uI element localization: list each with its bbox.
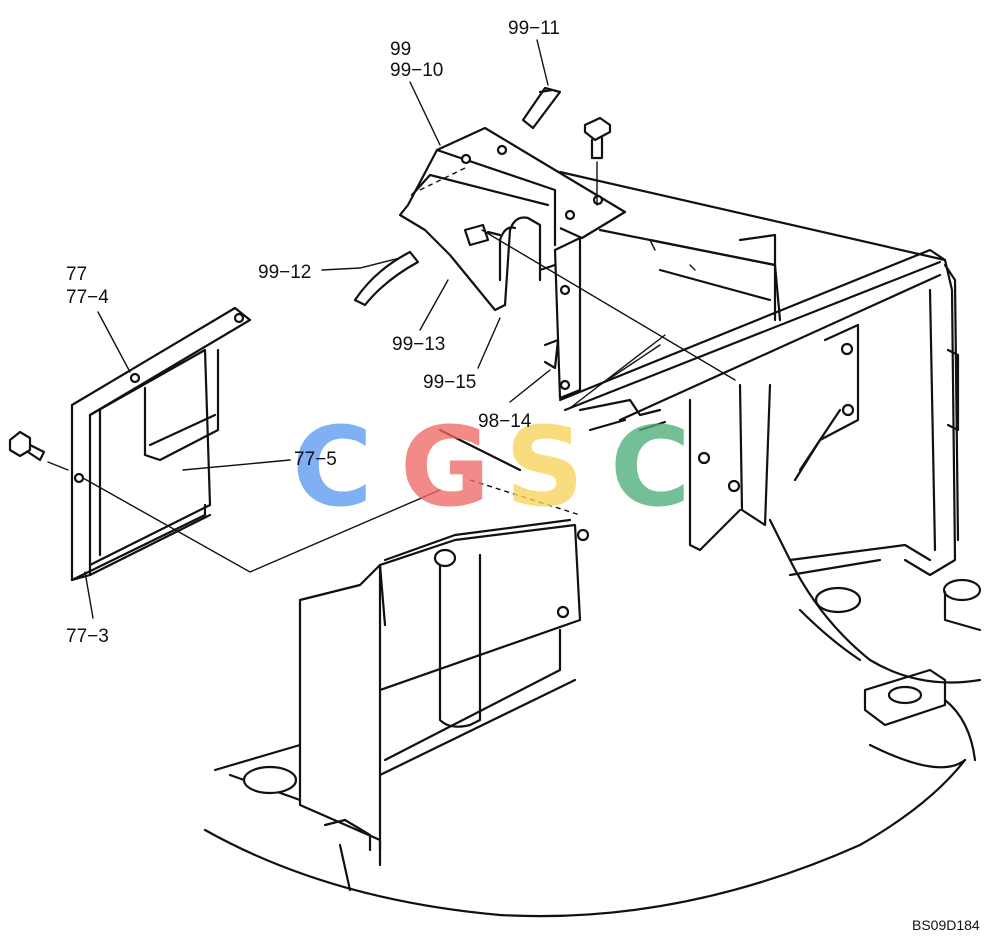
callout-77-5: 77−5 (294, 449, 337, 470)
part-99-12-seal (353, 250, 420, 307)
frame-right-brackets (688, 323, 932, 577)
bolt-upper (583, 116, 612, 206)
callout-77-4: 77−4 (66, 287, 109, 308)
watermark-letter-4: C (610, 403, 691, 531)
drawing-code: BS09D184 (912, 917, 980, 933)
part-77-panel (70, 306, 252, 582)
callout-99-15: 99−15 (423, 372, 476, 393)
callout-labels: 99 99−10 99−11 99−12 99−13 99−15 98−14 7… (66, 18, 980, 933)
watermark-letter-1: C (292, 403, 373, 531)
frame-base-bottom (203, 743, 967, 918)
callout-99-12: 99−12 (258, 262, 311, 283)
part-99-11-clip (521, 86, 562, 130)
callout-77-3: 77−3 (66, 626, 109, 647)
callout-98-14: 98−14 (478, 411, 532, 432)
frame-upper-body (558, 170, 960, 577)
frame-base-right (788, 558, 982, 769)
frame-lower-left (298, 398, 667, 867)
alignment-lines (47, 229, 736, 573)
bolt-left (8, 430, 46, 462)
watermark-letter-3: S (505, 403, 584, 531)
leader-lines (84, 39, 551, 619)
watermark-cgsc: C G S C (292, 403, 691, 531)
part-99-cover (398, 126, 627, 400)
callout-77: 77 (66, 264, 87, 285)
callout-99-10: 99−10 (390, 60, 443, 81)
watermark-letter-2: G (400, 403, 490, 531)
callout-99: 99 (390, 39, 411, 60)
callout-99-13: 99−13 (392, 334, 445, 355)
callout-99-11: 99−11 (508, 18, 560, 39)
